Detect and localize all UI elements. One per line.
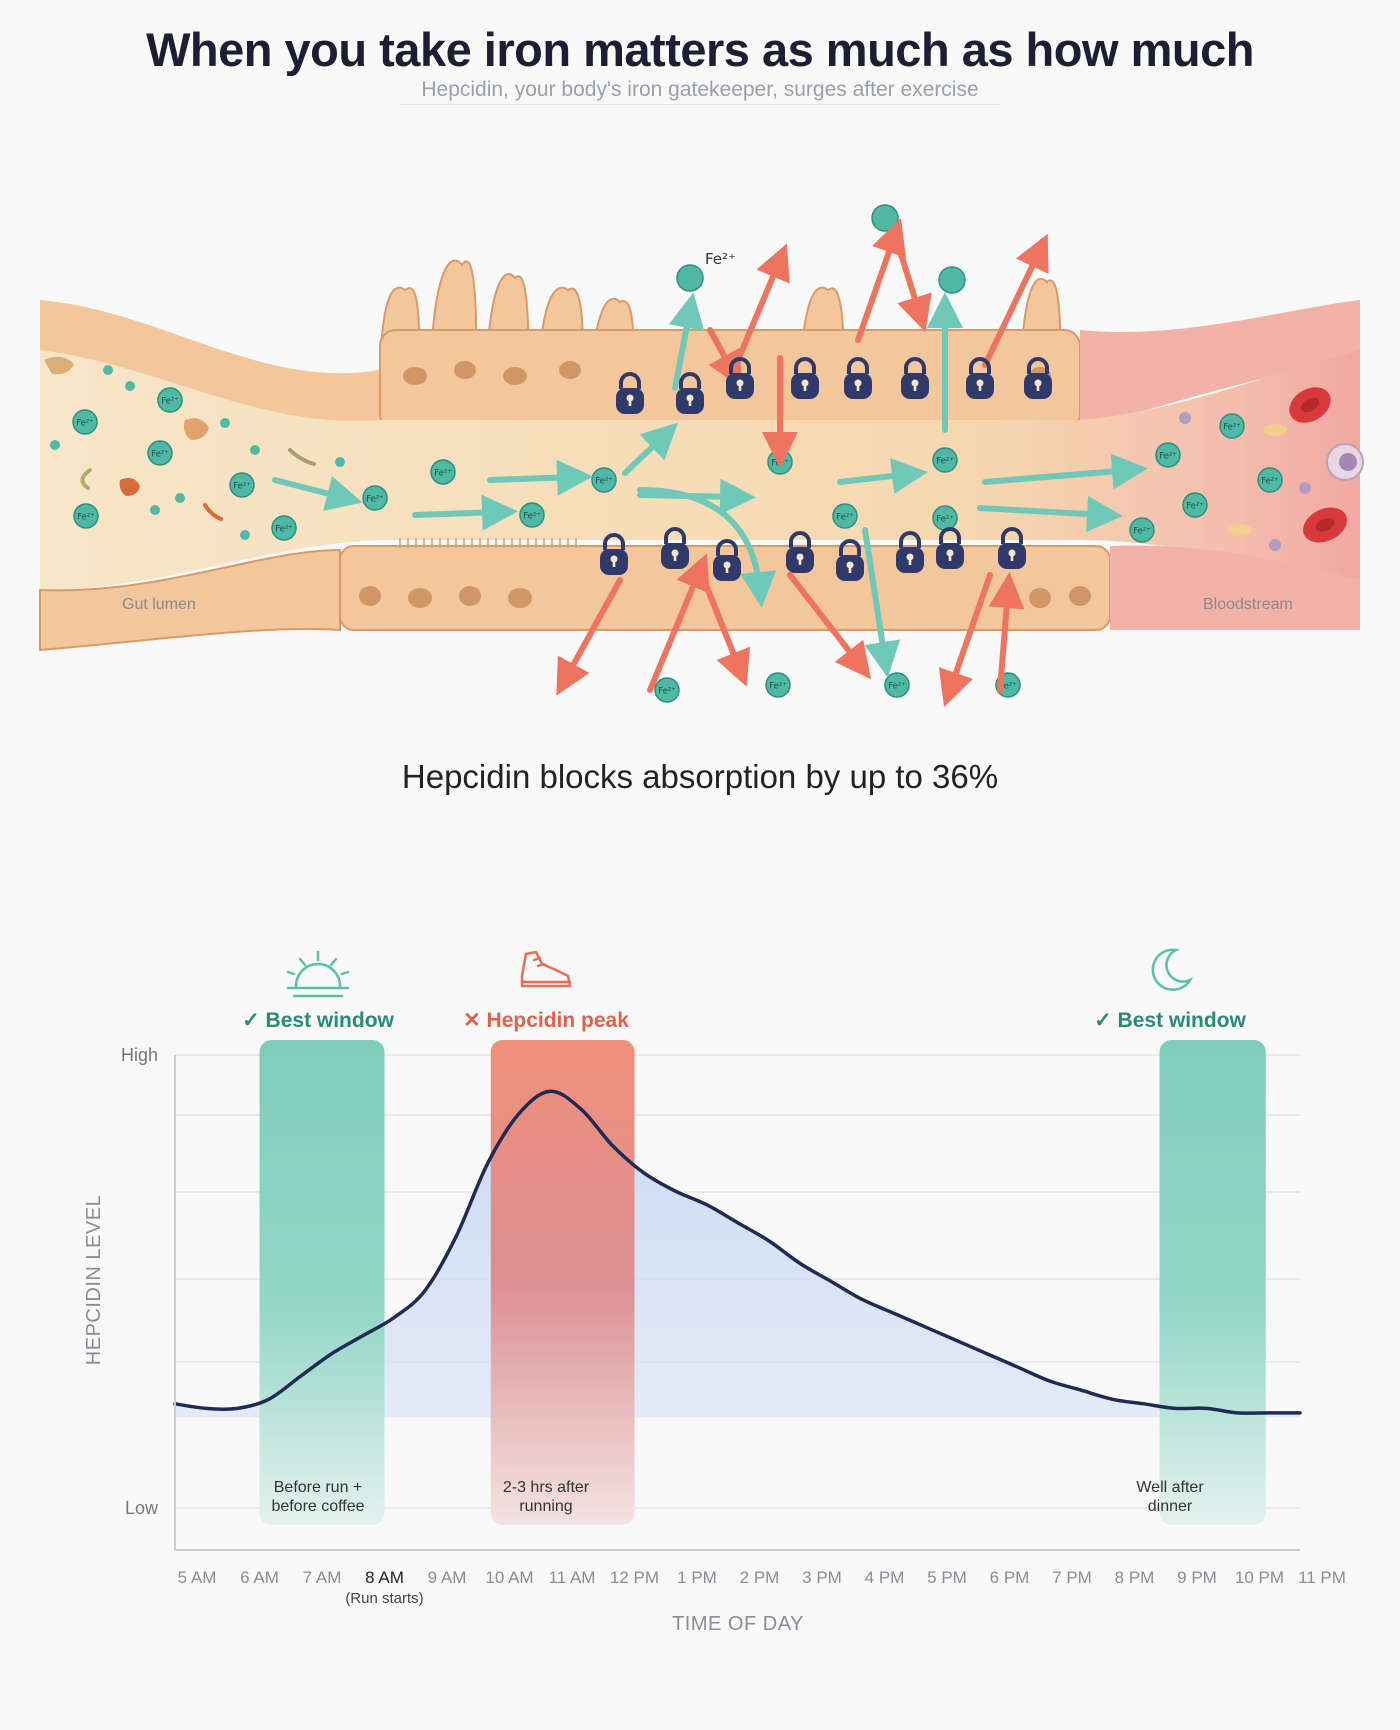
hepcidin-area [175,1091,1300,1418]
hepcidin-area-fill [175,1091,1300,1418]
upper-cell-layer [40,300,1360,433]
absorption-arrows [272,292,1148,678]
window-label-peak: ✕ Hepcidin peak [463,1009,629,1032]
blocked-arrows [556,218,1049,708]
escaped-ions [676,204,966,294]
x-tick-label: 5 AM [178,1568,217,1587]
x-tick-label: 8 PM [1115,1568,1155,1587]
window-note-peak-2: running [519,1498,572,1515]
window-label-morning: ✓ Best window [242,1009,394,1032]
x-tick-label: 10 PM [1235,1568,1284,1587]
lumen-debris [44,356,345,540]
hepcidin-line [173,1089,1302,1415]
x-tick-label: 10 AM [485,1568,533,1587]
time-windows [259,1040,1266,1525]
absorption-caption: Hepcidin blocks absorption by up to 36% [401,758,999,795]
y-tick-label: High [121,1045,158,1065]
y-axis-title: HEPCIDIN LEVEL [83,1195,105,1365]
window-note-evening-1: Well after [1136,1479,1204,1496]
x-tick-label: 3 PM [802,1568,842,1587]
x-tick-label: 11 AM [549,1568,596,1587]
x-tick-label: 5 PM [927,1568,967,1587]
page-subtitle: Hepcidin, your body's iron gatekeeper, s… [421,78,979,101]
hepcidin-curve [173,1089,1302,1415]
bloodstream-label: Bloodstream [1203,596,1293,613]
running-shoe-icon [520,950,572,988]
x-tick-label: 1 PM [677,1568,717,1587]
hepcidin-peak-band [490,1040,635,1525]
window-note-morning-1: Before run + [274,1479,363,1496]
run-start-note: (Run starts) [345,1590,423,1607]
x-tick-label: 11 PM [1298,1568,1346,1587]
gut-lumen-label: Gut lumen [122,596,196,613]
gut-absorption-illustration: Fe²⁺ [39,204,1364,708]
y-tick-label: Low [125,1498,159,1518]
sunrise-icon [286,950,350,998]
best-window-band [1159,1040,1266,1525]
x-tick-label: 2 PM [740,1568,780,1587]
window-note-peak-1: 2-3 hrs after [503,1479,590,1496]
best-window-band [259,1040,385,1525]
window-label-evening: ✓ Best window [1094,1009,1246,1032]
moon-icon [1151,948,1194,991]
brush-border [399,538,577,548]
x-tick-label: 8 AM [365,1568,404,1587]
x-tick-label: 4 PM [865,1568,905,1587]
lower-cell-layer [39,545,1360,652]
x-tick-label: 6 AM [240,1568,279,1587]
window-note-evening-2: dinner [1148,1498,1193,1515]
red-blood-cells [1179,387,1364,551]
x-tick-label: 9 AM [428,1568,467,1587]
ion-symbol-label: Fe²⁺ [705,250,736,268]
window-note-morning-2: before coffee [271,1498,364,1515]
x-tick-label: 7 AM [303,1568,342,1587]
page-title: When you take iron matters as much as ho… [146,23,1254,76]
subtitle-divider [400,104,1000,105]
x-tick-label: 12 PM [610,1568,659,1587]
x-tick-label: 9 PM [1177,1568,1217,1587]
x-tick-label: 6 PM [990,1568,1030,1587]
x-tick-label: 7 PM [1052,1568,1092,1587]
x-axis-title: TIME OF DAY [672,1613,804,1635]
